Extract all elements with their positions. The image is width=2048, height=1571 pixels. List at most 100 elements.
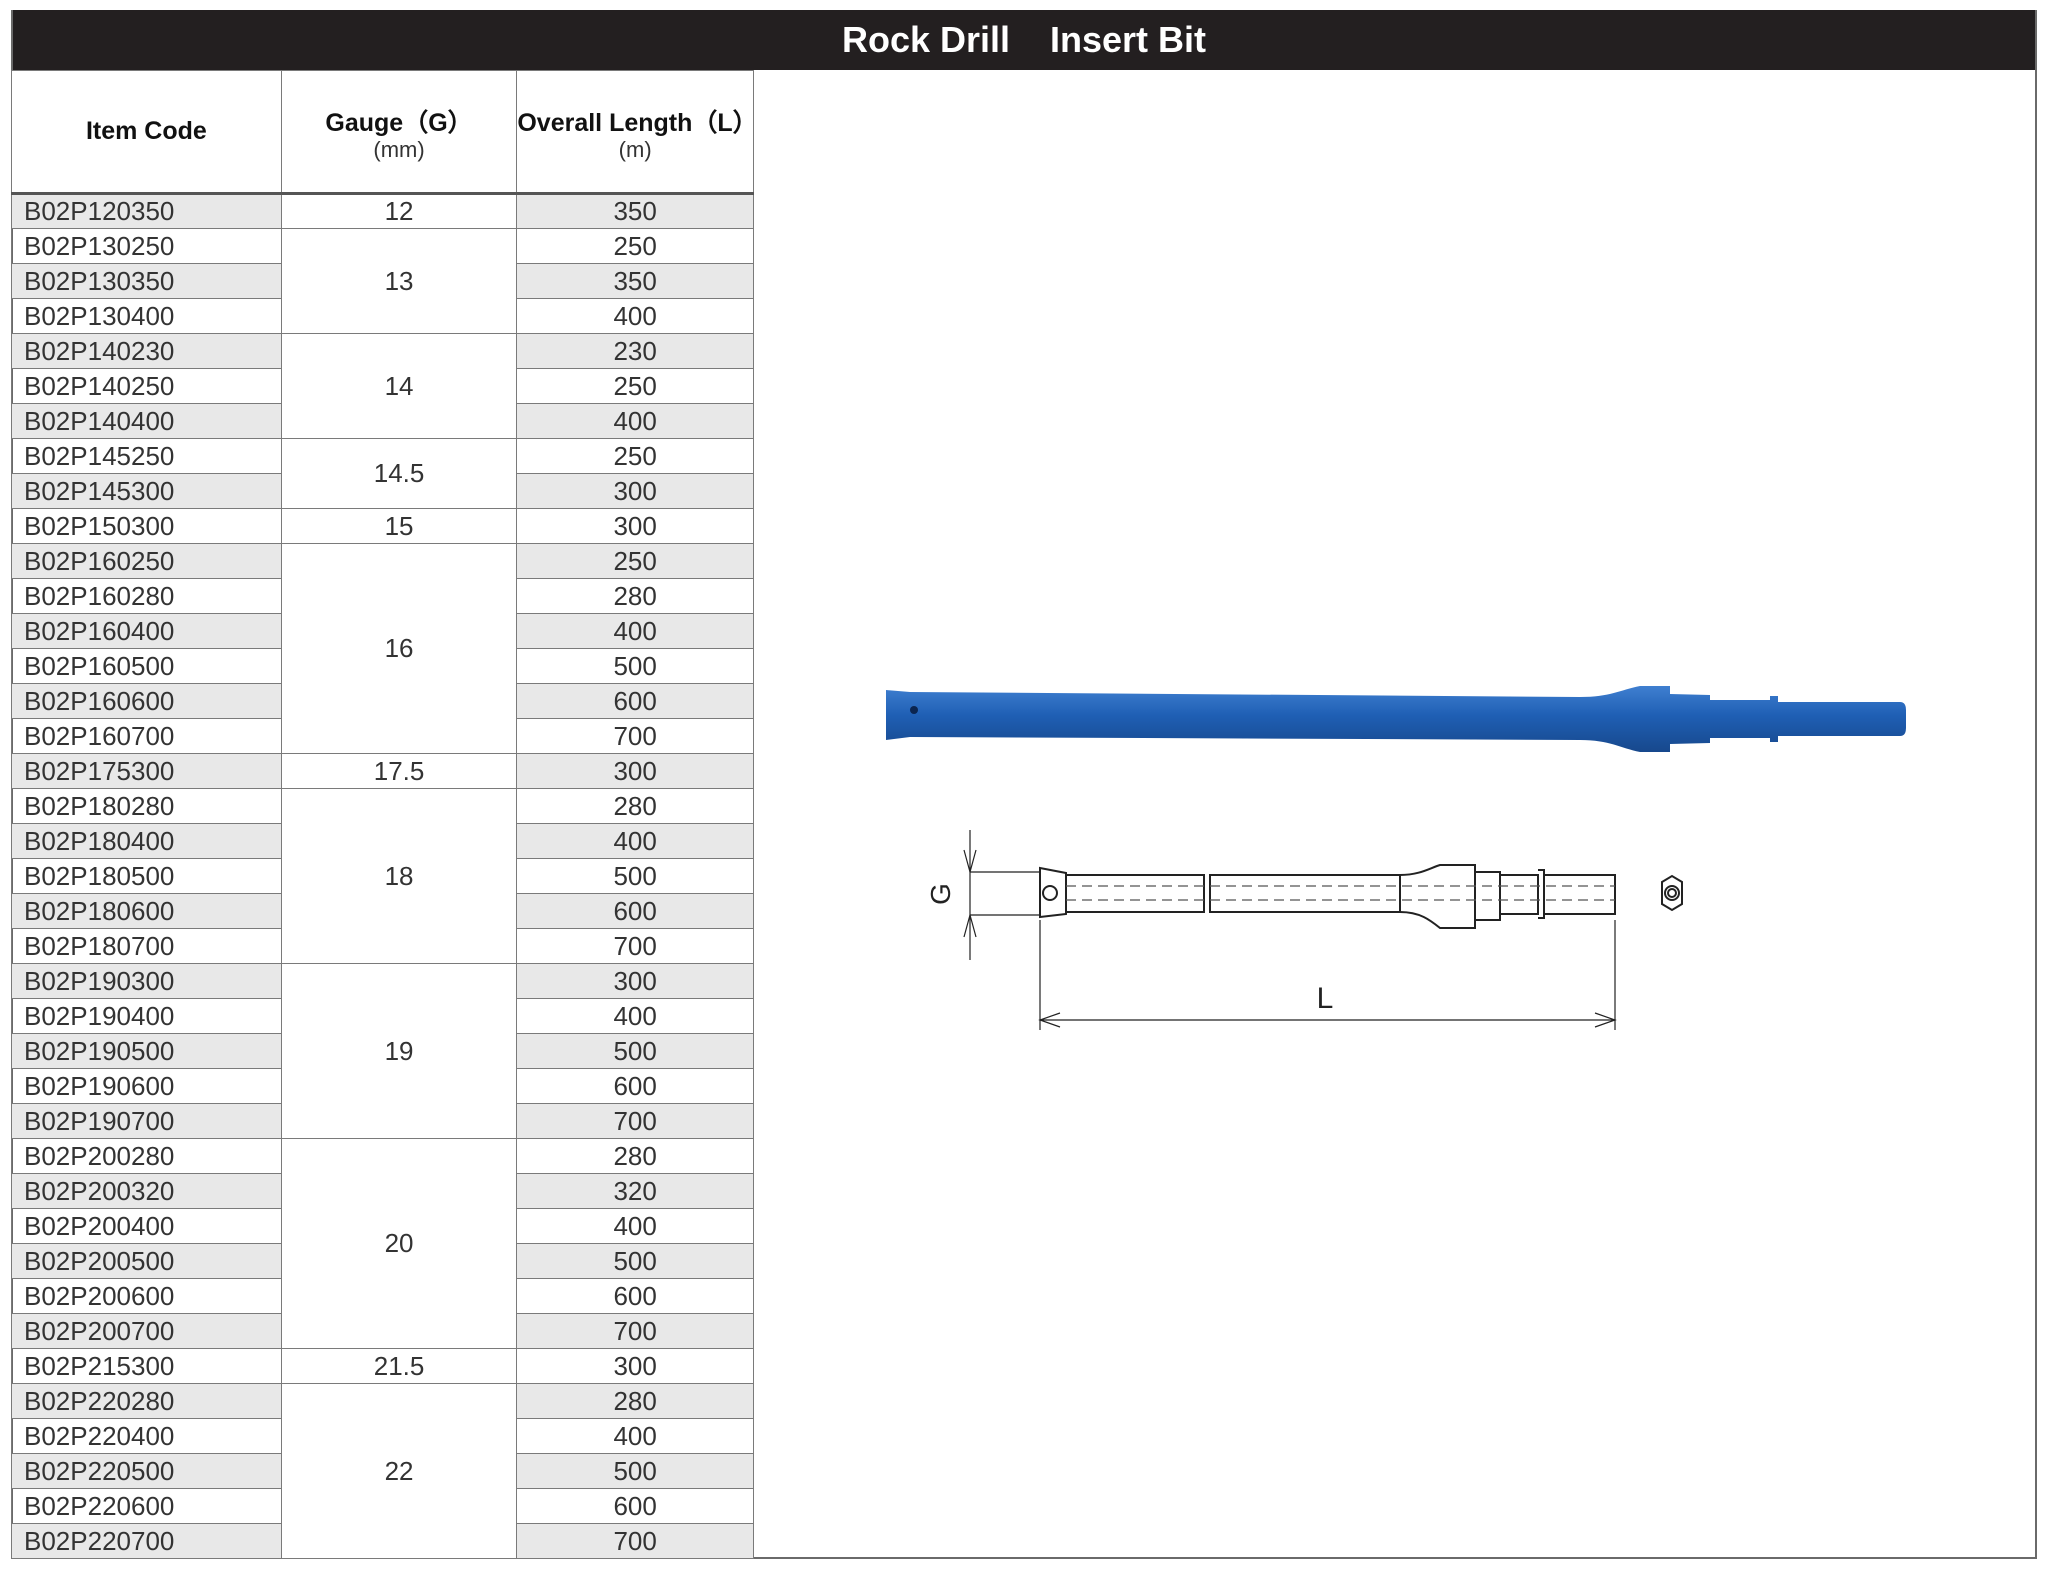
length-cell: 280 (516, 578, 754, 614)
gauge-cell: 18 (280, 788, 518, 964)
length-cell: 700 (516, 718, 754, 754)
length-cell: 700 (516, 1103, 754, 1139)
item-code-cell: B02P200400 (11, 1208, 282, 1244)
header-length: Overall Length（L）(m) (516, 70, 758, 195)
length-cell: 300 (516, 508, 754, 544)
length-cell: 600 (516, 1068, 754, 1104)
item-code-cell: B02P160400 (11, 613, 282, 649)
item-code-cell: B02P190400 (11, 998, 282, 1034)
item-code-cell: B02P215300 (11, 1348, 282, 1384)
item-code-cell: B02P220500 (11, 1453, 282, 1489)
item-code-cell: B02P190600 (11, 1068, 282, 1104)
gauge-cell: 17.5 (280, 753, 518, 789)
length-cell: 250 (516, 228, 754, 264)
item-code-cell: B02P145300 (11, 473, 282, 509)
gauge-cell: 21.5 (280, 1348, 518, 1384)
table-row: B02P160400 400 (11, 613, 754, 649)
gauge-cell: 20 (280, 1138, 518, 1349)
item-code-cell: B02P130250 (11, 228, 282, 264)
table-row: B02P160280 280 (11, 578, 754, 614)
length-cell: 400 (516, 403, 754, 439)
item-code-cell: B02P220280 (11, 1383, 282, 1419)
length-cell: 320 (516, 1173, 754, 1209)
length-dimension: L (1038, 920, 1617, 1030)
table-row: B02P160700 700 (11, 718, 754, 754)
length-cell: 350 (516, 263, 754, 299)
item-code-cell: B02P140230 (11, 333, 282, 369)
length-cell: 500 (516, 648, 754, 684)
dimension-drawing: G L (930, 830, 1683, 1030)
table-row: B02P200400 400 (11, 1208, 754, 1244)
hex-end-view (1661, 874, 1683, 912)
gauge-cell: 12 (280, 193, 518, 229)
item-code-cell: B02P200700 (11, 1313, 282, 1349)
length-cell: 400 (516, 1208, 754, 1244)
length-cell: 500 (516, 1453, 754, 1489)
length-cell: 700 (516, 928, 754, 964)
item-code-cell: B02P160250 (11, 543, 282, 579)
item-code-cell: B02P140250 (11, 368, 282, 404)
length-cell: 400 (516, 613, 754, 649)
svg-text:L: L (1317, 982, 1334, 1015)
item-code-cell: B02P200320 (11, 1173, 282, 1209)
title-product-name: Insert Bit (1050, 19, 1207, 60)
item-code-cell: B02P160280 (11, 578, 282, 614)
length-cell: 600 (516, 683, 754, 719)
table-row: B02P160600 600 (11, 683, 754, 719)
length-cell: 500 (516, 1033, 754, 1069)
length-cell: 300 (516, 963, 754, 999)
item-code-cell: B02P200500 (11, 1243, 282, 1279)
table-row: B02P190600 600 (11, 1068, 754, 1104)
item-code-cell: B02P160600 (11, 683, 282, 719)
item-code-cell: B02P200280 (11, 1138, 282, 1174)
length-cell: 500 (516, 858, 754, 894)
table-header-row: Item Code Gauge（G）(mm) Overall Length（L）… (11, 70, 758, 195)
item-code-cell: B02P220600 (11, 1488, 282, 1524)
table-row: B02P200500 500 (11, 1243, 754, 1279)
gauge-cell: 16 (280, 543, 518, 754)
table-row: B02P200320 320 (11, 1173, 754, 1209)
item-code-cell: B02P160700 (11, 718, 282, 754)
item-code-cell: B02P120350 (11, 193, 282, 229)
svg-text:G: G (930, 883, 956, 905)
spec-table: Item Code Gauge（G）(mm) Overall Length（L）… (11, 70, 758, 1559)
length-cell: 300 (516, 1348, 754, 1384)
item-code-cell: B02P220700 (11, 1523, 282, 1559)
gauge-cell: 15 (280, 508, 518, 544)
header-gauge: Gauge（G）(mm) (280, 70, 518, 195)
length-cell: 500 (516, 1243, 754, 1279)
title-product-line: Rock Drill (841, 19, 1010, 60)
table-row: B02P220600 600 (11, 1488, 754, 1524)
header-gauge-unit: (mm) (373, 136, 425, 162)
item-code-cell: B02P190700 (11, 1103, 282, 1139)
gauge-cell: 22 (280, 1383, 518, 1559)
length-cell: 400 (516, 823, 754, 859)
item-code-cell: B02P175300 (11, 753, 282, 789)
length-cell: 250 (516, 368, 754, 404)
length-cell: 600 (516, 1278, 754, 1314)
item-code-cell: B02P130400 (11, 298, 282, 334)
gauge-cell: 13 (280, 228, 518, 334)
length-cell: 230 (516, 333, 754, 369)
length-cell: 600 (516, 1488, 754, 1524)
gauge-cell: 14.5 (280, 438, 518, 509)
length-cell: 600 (516, 893, 754, 929)
item-code-cell: B02P180600 (11, 893, 282, 929)
item-code-cell: B02P180700 (11, 928, 282, 964)
